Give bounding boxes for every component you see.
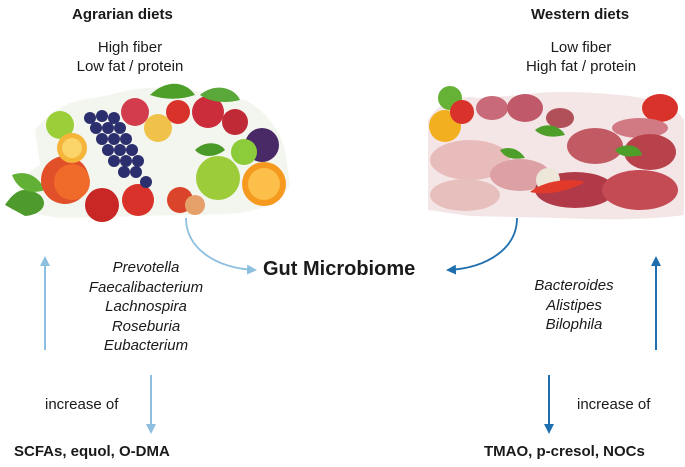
genus-item: Faecalibacterium bbox=[88, 278, 204, 296]
western-diets-heading: Western diets bbox=[531, 6, 630, 23]
western-fiber-text: Low fiber High fat / protein bbox=[506, 38, 656, 76]
genus-item: Roseburia bbox=[111, 317, 181, 335]
agrarian-metabolites: SCFAs, equol, O-DMA bbox=[14, 443, 170, 460]
genus-item: Lachnospira bbox=[105, 298, 187, 315]
gut-microbiome-title: Gut Microbiome bbox=[263, 258, 416, 280]
agrarian-fiber-line: High fiber bbox=[97, 39, 163, 56]
western-to-microbiome-arrow bbox=[446, 217, 518, 275]
agrarian-fat-line: Low fat / protein bbox=[76, 58, 184, 75]
genus-item: Prevotella bbox=[112, 259, 180, 276]
genus-item: Eubacterium bbox=[103, 337, 189, 354]
western-genera-list: Bacteroides Alistipes Bilophila bbox=[505, 276, 643, 335]
genus-item: Bacteroides bbox=[534, 277, 614, 294]
western-fat-line: High fat / protein bbox=[525, 58, 637, 75]
agrarian-to-microbiome-arrow bbox=[185, 217, 257, 275]
fruits-vegetables-image bbox=[5, 83, 290, 222]
agrarian-diets-heading: Agrarian diets bbox=[72, 6, 173, 23]
meats-image bbox=[428, 86, 684, 220]
western-fiber-line: Low fiber bbox=[550, 39, 612, 56]
western-metabolites: TMAO, p-cresol, NOCs bbox=[484, 443, 645, 460]
genus-item: Alistipes bbox=[546, 296, 602, 314]
agrarian-increase-label: increase of bbox=[45, 396, 119, 413]
genus-item: Bilophila bbox=[545, 316, 603, 333]
agrarian-fiber-text: High fiber Low fat / protein bbox=[55, 38, 205, 76]
western-increase-label: increase of bbox=[577, 396, 651, 413]
agrarian-genera-list: Prevotella Faecalibacterium Lachnospira … bbox=[60, 258, 232, 356]
